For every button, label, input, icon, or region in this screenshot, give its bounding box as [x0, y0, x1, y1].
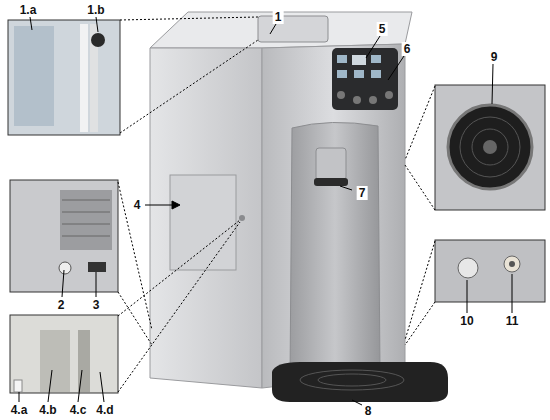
front-face: [262, 44, 405, 388]
callout-number: 7: [357, 186, 368, 200]
callout-number: 5: [377, 22, 388, 36]
panel-icon: [337, 55, 347, 63]
button: [369, 96, 377, 104]
drip-tray: [272, 362, 448, 402]
lid: [258, 16, 328, 42]
callout-number: 4.d: [94, 403, 115, 417]
inset-interior: [10, 315, 118, 393]
side-door: [170, 175, 236, 270]
side-face: [150, 48, 262, 388]
nozzle-band: [314, 178, 348, 186]
callout-number: 1: [273, 10, 284, 24]
callout-number: 3: [91, 298, 102, 312]
callout-number: 10: [458, 314, 475, 328]
panel-icon: [354, 70, 364, 78]
callout-number: 1.a: [18, 3, 39, 17]
callout-number: 9: [489, 50, 500, 64]
callout-number: 1.b: [85, 3, 106, 17]
panel-icon: [371, 55, 381, 63]
callout-number: 11: [504, 314, 521, 328]
leader-lines: [19, 17, 512, 405]
side-knob: [239, 215, 245, 221]
panel-icon: [371, 70, 381, 78]
panel-display: [352, 55, 366, 65]
nozzle: [316, 148, 346, 180]
callout-number: 4.c: [68, 403, 89, 417]
callout-number: 4: [132, 198, 143, 212]
inset-basket: [8, 20, 120, 135]
callout-number: 6: [402, 42, 413, 56]
callout-number: 8: [363, 404, 374, 418]
inset-links: [118, 17, 435, 392]
dispense-recess: [290, 122, 380, 380]
panel-icon: [337, 70, 347, 78]
callout-number: 4.b: [37, 403, 58, 417]
button: [353, 96, 361, 104]
tray-grid: [318, 374, 386, 386]
button: [385, 91, 393, 99]
tray-grid: [300, 370, 404, 390]
inset-fan: [435, 85, 545, 210]
callout-number: 4.a: [9, 403, 30, 417]
inset-plugs: [435, 240, 545, 302]
button: [337, 91, 345, 99]
callout-number: 2: [56, 298, 67, 312]
